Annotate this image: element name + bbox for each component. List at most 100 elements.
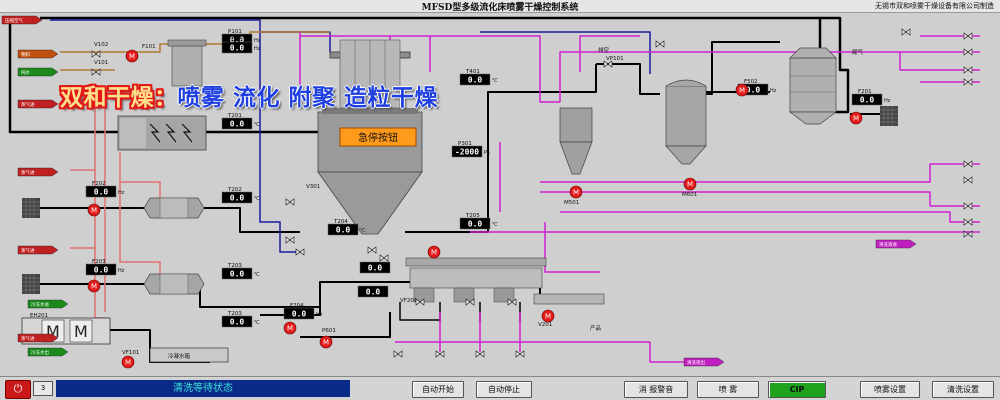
readout: 0.0 xyxy=(357,285,389,298)
banner-brand: 双和干燥： xyxy=(60,85,178,111)
motor-icon[interactable]: M xyxy=(541,309,555,323)
svg-text:M: M xyxy=(739,87,745,95)
valve-icon[interactable] xyxy=(603,60,613,68)
svg-text:M: M xyxy=(125,359,131,367)
pipe-tag: 蒸气进 xyxy=(17,99,59,109)
vf201-label: VF201 xyxy=(400,298,417,304)
readout-tag: T202 xyxy=(227,187,242,193)
valve-icon[interactable] xyxy=(963,202,973,210)
valve-icon[interactable] xyxy=(963,218,973,226)
pipe-tag-label: 纯水 xyxy=(21,69,30,76)
readout: 0.0 xyxy=(359,261,391,274)
heat-exchanger-main xyxy=(117,115,207,151)
valve-icon[interactable] xyxy=(515,350,525,358)
valve-icon[interactable] xyxy=(475,350,485,358)
valve-icon[interactable] xyxy=(963,66,973,74)
valve-icon[interactable] xyxy=(295,248,305,256)
valve-icon[interactable] xyxy=(963,230,973,238)
valve-icon[interactable] xyxy=(963,160,973,168)
intake-filter-1 xyxy=(22,198,40,218)
motor-icon[interactable]: M xyxy=(319,335,333,349)
readout-unit: ℃ xyxy=(254,320,260,326)
pipe-tag: 蒸气进 xyxy=(17,333,59,343)
motor-icon[interactable]: M xyxy=(849,111,863,125)
valve-icon[interactable] xyxy=(465,298,475,306)
spray-settings-button[interactable]: 喷雾设置 xyxy=(860,381,920,398)
v101-label: V101 xyxy=(94,60,108,66)
clean-pipe-right xyxy=(559,35,980,102)
readout-value: 0.0 xyxy=(292,310,307,319)
clean-pipe-bottom xyxy=(395,222,980,363)
cip-button[interactable]: CIP xyxy=(768,381,826,398)
company-label: 无锡市双和喷雾干燥设备有限公司制造 xyxy=(875,2,994,10)
valve-icon[interactable] xyxy=(963,32,973,40)
spray-button[interactable]: 喷 雾 xyxy=(697,381,759,398)
emergency-stop-button[interactable]: 急停按钮 xyxy=(339,127,417,147)
motor-icon[interactable]: M xyxy=(683,177,697,191)
pipe-tag-label: 冷冻水出 xyxy=(31,349,49,356)
pipe-tag: 清洗液出 xyxy=(683,357,725,367)
readout-unit: Hz xyxy=(118,190,125,196)
pipe-tag: 物料 xyxy=(17,49,59,59)
readout-tag: T401 xyxy=(465,69,480,75)
valve-icon[interactable] xyxy=(901,28,911,36)
status-display: 清洗等待状态 xyxy=(56,380,350,397)
valve-icon[interactable] xyxy=(393,350,403,358)
motor-icon[interactable]: M xyxy=(87,279,101,293)
power-icon[interactable]: ⏻ xyxy=(5,380,31,399)
silence-alarm-button[interactable]: 消 报警音 xyxy=(624,381,688,398)
valve-icon[interactable] xyxy=(91,50,101,58)
valve-icon[interactable] xyxy=(415,298,425,306)
main-pipe-bed xyxy=(399,302,521,322)
readout-unit: ℃ xyxy=(254,272,260,278)
valve-icon[interactable] xyxy=(285,198,295,206)
product-label: 产品 xyxy=(590,324,602,332)
motor-icon[interactable]: M xyxy=(121,355,135,369)
wash-settings-button[interactable]: 清洗设置 xyxy=(932,381,994,398)
readout-unit: ℃ xyxy=(492,222,498,228)
auto-stop-button[interactable]: 自动停止 xyxy=(476,381,532,398)
motor-icon[interactable]: M xyxy=(569,185,583,199)
motor-icon[interactable]: M xyxy=(735,83,749,97)
valve-icon[interactable] xyxy=(963,78,973,86)
valve-icon[interactable] xyxy=(91,68,101,76)
valve-icon[interactable] xyxy=(655,40,665,48)
readout-unit: ℃ xyxy=(360,228,366,234)
valve-icon[interactable] xyxy=(963,176,973,184)
readout-value: -2000 xyxy=(455,148,479,157)
readout-value: 0.0 xyxy=(230,194,245,203)
tower-cap xyxy=(322,108,418,114)
motor-icon[interactable]: M xyxy=(125,49,139,63)
auto-start-button[interactable]: 自动开始 xyxy=(412,381,464,398)
readout-tag: F502 xyxy=(744,79,758,85)
pipe-tag: 清洗液进 xyxy=(875,239,917,249)
promo-banner: 双和干燥：喷雾 流化 附聚 造粒干燥 xyxy=(60,78,438,112)
valve-icon[interactable] xyxy=(507,298,517,306)
motor-icon[interactable]: M xyxy=(427,245,441,259)
steam-pipe-d xyxy=(119,182,161,274)
valve-icon[interactable] xyxy=(435,350,445,358)
valve-icon[interactable] xyxy=(367,246,377,254)
readout-tag: T204 xyxy=(333,219,348,225)
pipe-tag-label: 蒸气进 xyxy=(21,169,35,176)
readout-tag: F202 xyxy=(92,181,106,187)
readout-value: 0.0 xyxy=(746,86,761,95)
valve-icon[interactable] xyxy=(379,254,389,262)
motor-icon[interactable]: M xyxy=(283,321,297,335)
cold-water-tank-label: 冷凝水箱 xyxy=(168,352,191,360)
main-pipe-right-top xyxy=(820,16,850,114)
cold-water-tank: 冷凝水箱 xyxy=(149,347,229,363)
readout-value: 0.0 xyxy=(230,44,245,53)
bottom-toolbar: ⏻ 3 清洗等待状态 自动开始 自动停止 消 报警音 喷 雾 CIP 喷雾设置 … xyxy=(0,376,1000,400)
valve-icon[interactable] xyxy=(963,48,973,56)
m501-label: M501 xyxy=(564,200,579,206)
pipe-tag-label: 压缩空气 xyxy=(5,17,23,24)
window-title: MFSD型多级流化床喷雾干燥控制系统 xyxy=(421,3,579,13)
svg-text:M: M xyxy=(91,283,97,291)
air-pipe-right xyxy=(480,31,651,74)
motor-icon[interactable]: M xyxy=(87,203,101,217)
valve-icon[interactable] xyxy=(285,236,295,244)
